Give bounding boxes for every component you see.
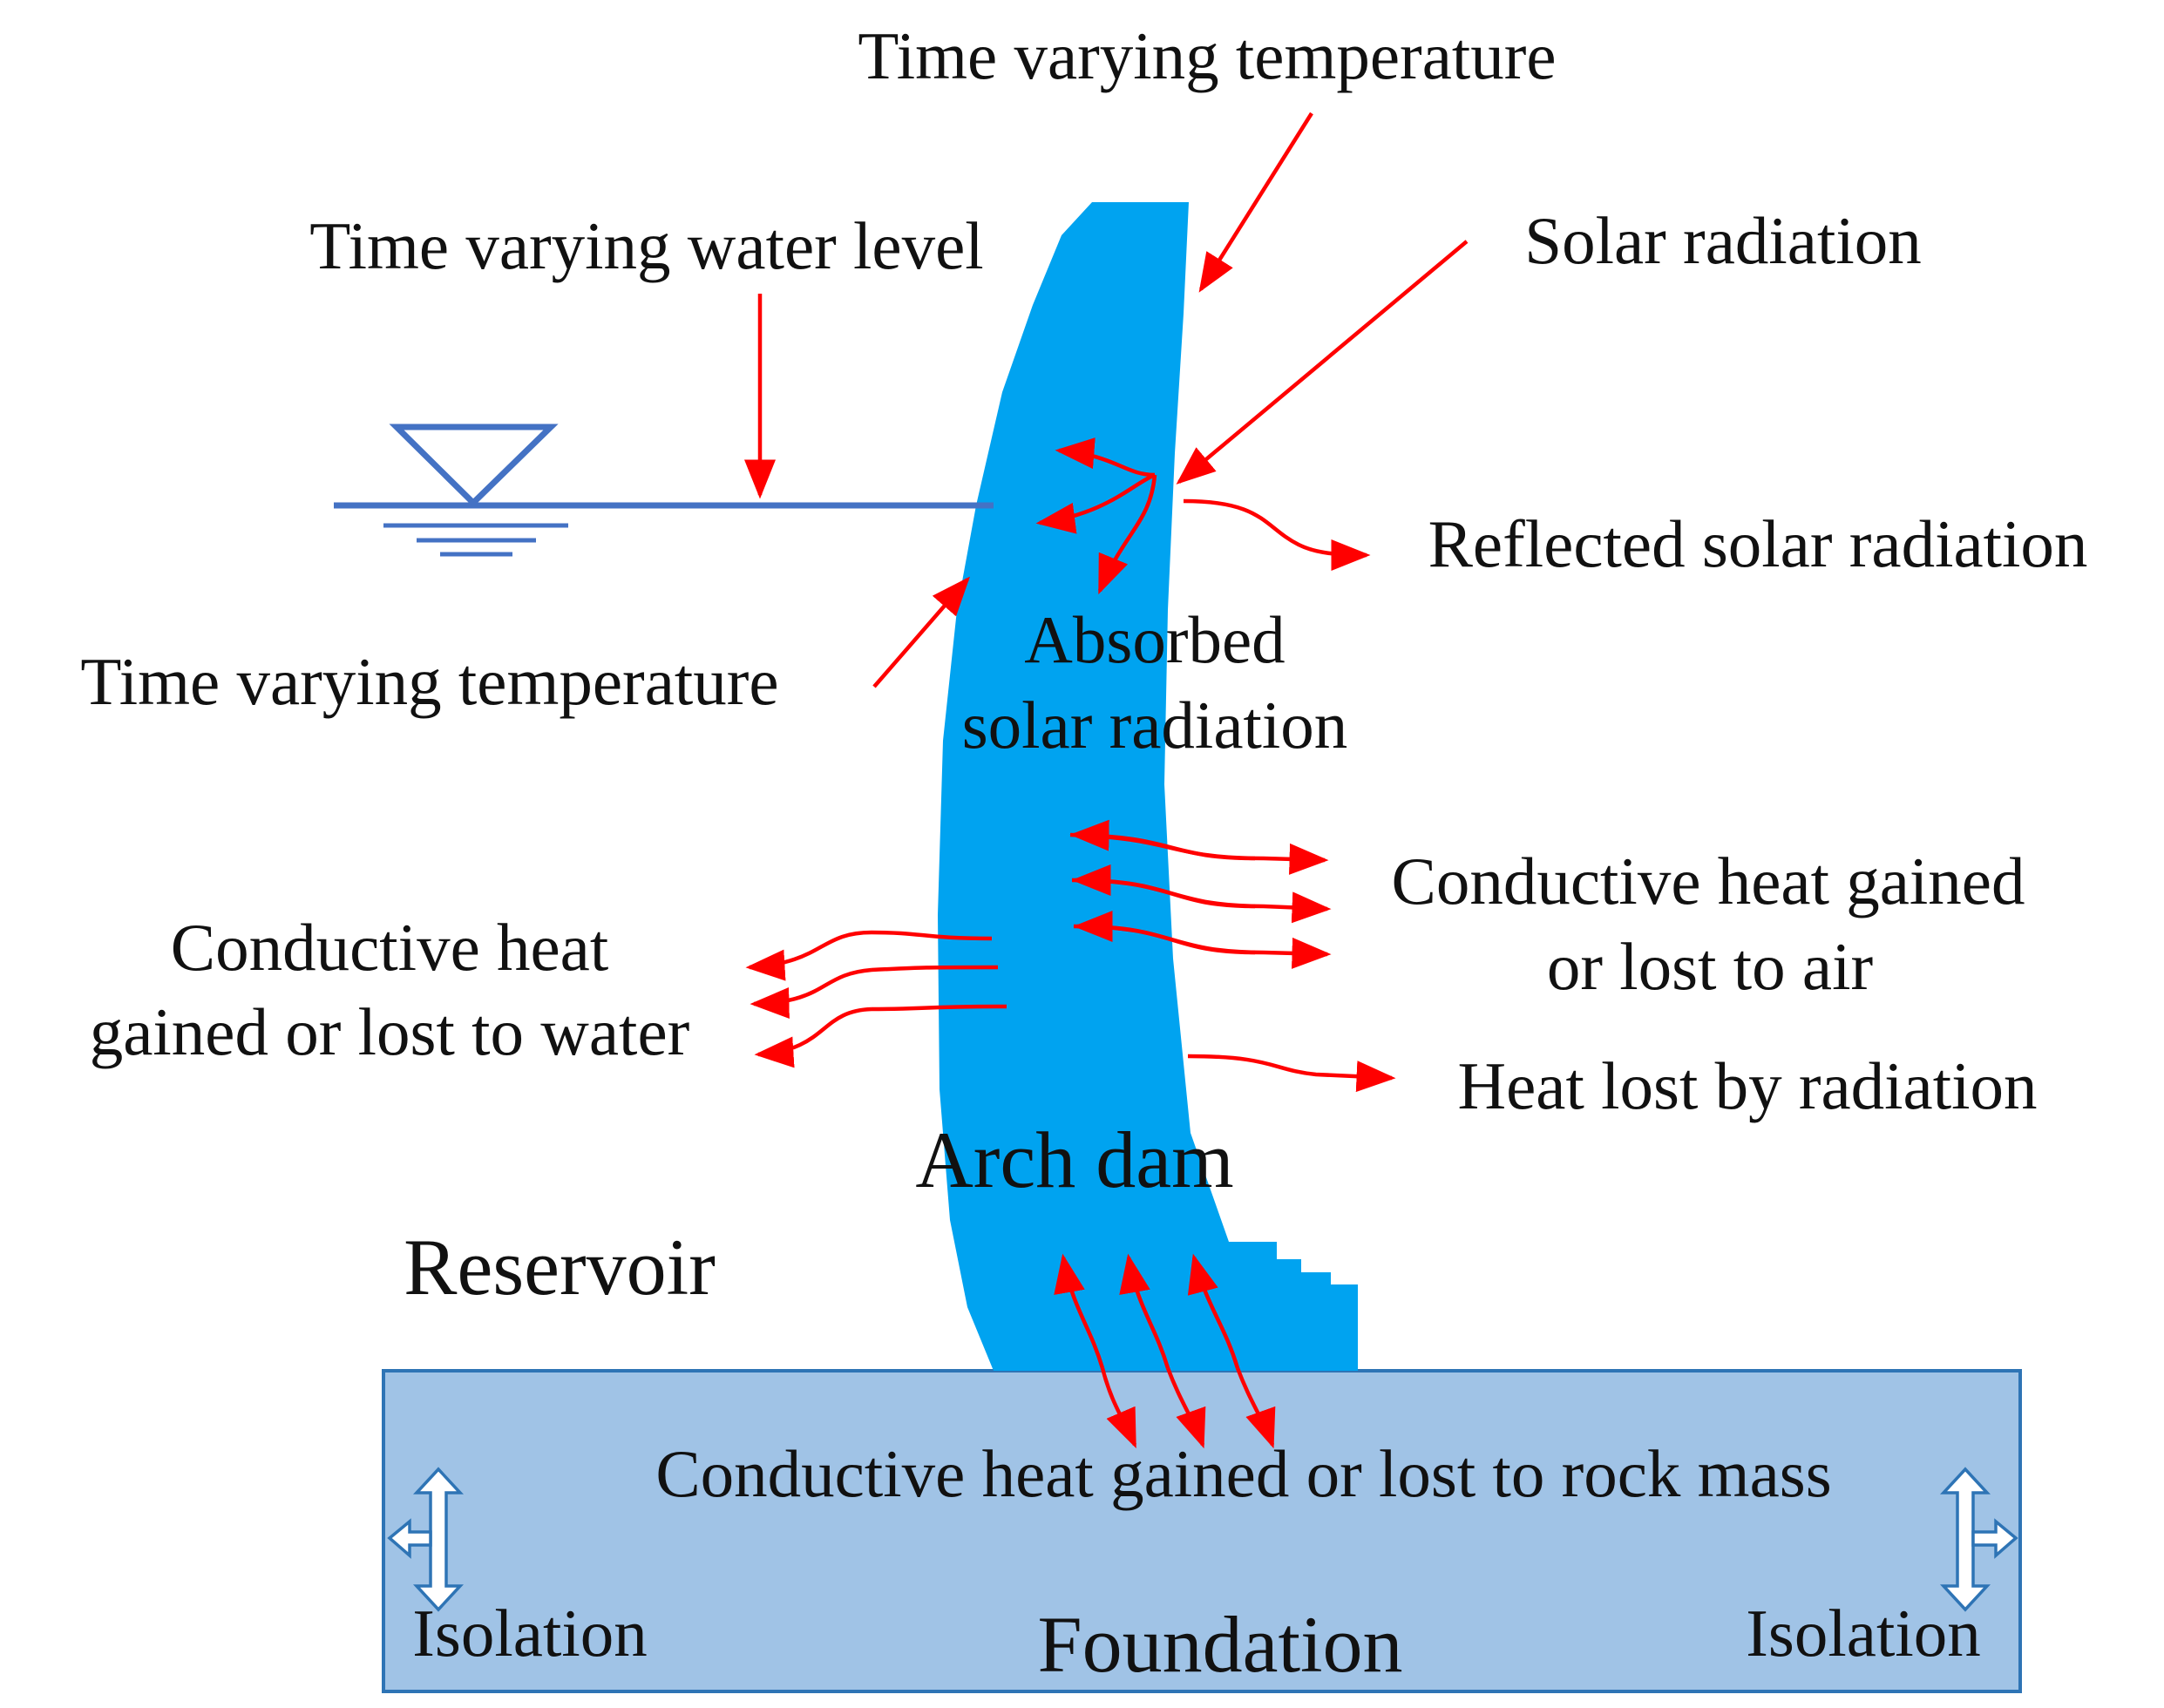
arrow-water-heat-2 [754, 967, 999, 1004]
label-top-temperature: Time varying temperature [858, 18, 1556, 93]
label-water-level: Time varying water level [309, 208, 983, 283]
label-arch-dam: Arch dam [915, 1115, 1233, 1204]
arrow-absorbed-left [1035, 472, 1156, 534]
label-water-heat-line2: gained or lost to water [90, 994, 690, 1069]
arrow-air-heat-2-back [1071, 864, 1256, 909]
arrow-absorbed-down [1097, 474, 1157, 595]
arrow-rock-2 [1119, 1253, 1170, 1369]
arrow-upstream-temperature [872, 576, 970, 688]
label-solar-radiation: Solar radiation [1524, 203, 1921, 278]
arrow-rock-1 [1054, 1253, 1105, 1369]
label-reflected-solar: Reflected solar radiation [1428, 506, 2088, 581]
arrow-rock-3 [1187, 1253, 1240, 1369]
isolation-left-icon [387, 1467, 465, 1612]
red-arrows [750, 112, 1469, 1449]
arrow-absorbed-up-left [1055, 437, 1156, 478]
arch-dam-body [938, 202, 1358, 1371]
arrow-solar-radiation [1176, 240, 1469, 485]
label-absorbed-line2: solar radiation [962, 688, 1348, 762]
label-isolation-left: Isolation [412, 1596, 647, 1671]
arrow-rock-1-down [1100, 1367, 1137, 1449]
arrow-air-heat-3-back [1073, 911, 1256, 955]
label-air-heat-line2: or lost to air [1547, 929, 1873, 1004]
label-radiation-loss: Heat lost by radiation [1457, 1048, 2037, 1123]
isolation-right-icon [1939, 1467, 2018, 1612]
arrow-water-heat-3 [758, 1004, 1007, 1054]
arrow-reflected-solar [1183, 498, 1371, 571]
label-upstream-temperature: Time varying temperature [80, 644, 778, 719]
arrow-top-temperature [1198, 112, 1313, 293]
arrow-water-heat-1 [750, 932, 993, 967]
label-absorbed-line1: Absorbed [1024, 602, 1285, 677]
label-foundation: Foundation [1037, 1600, 1402, 1689]
label-air-heat-line1: Conductive heat gained [1392, 844, 2025, 918]
arrow-rock-2-down [1165, 1367, 1206, 1449]
label-isolation-right: Isolation [1746, 1596, 1980, 1671]
arrow-radiation-loss [1187, 1054, 1396, 1093]
label-rock-mass: Conductive heat gained or lost to rock m… [655, 1436, 1831, 1511]
arrow-rock-3-down [1235, 1367, 1276, 1449]
label-water-heat-line1: Conductive heat [171, 910, 609, 985]
arrow-air-heat-1-back [1069, 819, 1256, 861]
water-level-symbol [389, 424, 559, 507]
label-reservoir: Reservoir [404, 1223, 716, 1312]
